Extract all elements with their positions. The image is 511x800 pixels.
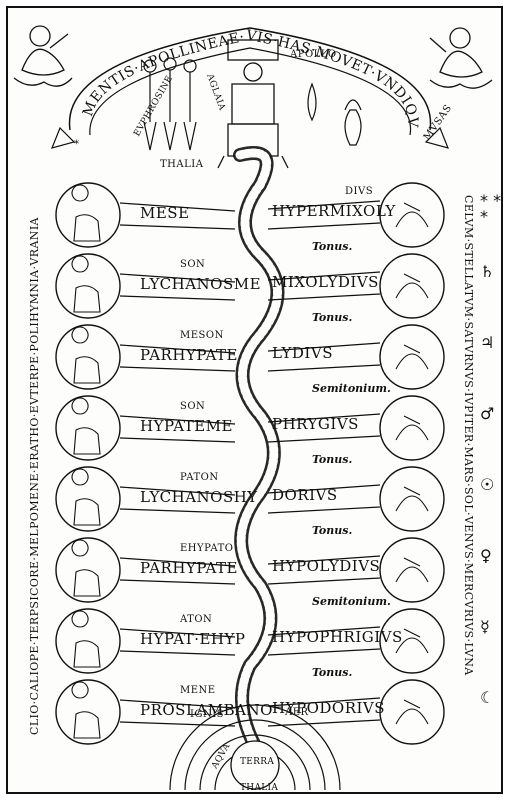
muse-figure xyxy=(71,681,101,739)
muse-figure xyxy=(71,326,101,384)
right-band xyxy=(267,342,381,372)
row-interval: Tonus. xyxy=(312,453,353,466)
right-band xyxy=(267,626,381,656)
muse-figure xyxy=(71,468,101,526)
three-graces-figures xyxy=(143,57,197,151)
planet-figure xyxy=(395,699,429,725)
row-left-label: PARHYPATE xyxy=(140,346,239,364)
apollo-label: APOLLO xyxy=(290,49,337,60)
planet-symbol: ♄ xyxy=(480,262,495,281)
spheres-column-label: CELVM·STELLATVM·SATVRNVS·IVPITER·MARS·SO… xyxy=(462,195,475,676)
left-band xyxy=(119,628,236,656)
row-prefix: EHYPATO xyxy=(180,543,234,554)
row-left-label: PROSLAMBANO xyxy=(140,701,273,719)
planet-medallion xyxy=(379,324,445,390)
row-prefix: MESON xyxy=(180,330,224,341)
planet-symbol: ☿ xyxy=(480,617,490,636)
planet-figure xyxy=(395,486,429,512)
row-right-label: HYPERMIXOLY xyxy=(272,202,396,220)
banner-scroll xyxy=(68,27,432,131)
row-interval: Tonus. xyxy=(312,524,353,537)
planet-figure xyxy=(395,628,429,654)
row-left-label: HYPAT·EHYP xyxy=(140,630,246,648)
right-band xyxy=(267,555,381,585)
muse-figure xyxy=(71,610,101,668)
planet-medallion xyxy=(379,182,445,248)
muse-figure xyxy=(71,397,101,455)
apollo-throne xyxy=(217,39,289,169)
row-interval: Tonus. xyxy=(312,311,353,324)
right-band xyxy=(267,200,381,230)
left-band xyxy=(119,486,236,514)
planet-figure xyxy=(395,415,429,441)
right-band xyxy=(267,484,381,514)
planet-figure xyxy=(395,344,429,370)
banner-left-end: * xyxy=(74,139,80,150)
left-band xyxy=(119,557,236,585)
row-right-label: HYPOLYDIVS xyxy=(272,557,381,575)
right-band xyxy=(267,697,381,727)
row-left-label: MESE xyxy=(140,204,190,222)
left-band xyxy=(119,344,236,372)
row-left-label: LYCHANOSHY xyxy=(140,488,258,506)
muse-figure xyxy=(71,255,101,313)
left-band xyxy=(119,273,236,301)
row-interval: Tonus. xyxy=(312,666,353,679)
planet-medallion xyxy=(379,608,445,674)
row-interval: Semitonium. xyxy=(312,382,391,395)
planet-figure xyxy=(395,273,429,299)
row-right-label: MIXOLYDIVS xyxy=(272,273,379,291)
planet-symbol: ♃ xyxy=(480,333,495,352)
terra-label: TERRA xyxy=(240,757,275,767)
row-right-label: PHRYGIVS xyxy=(272,415,359,433)
planet-symbol: ☾ xyxy=(480,688,495,707)
muse-figure xyxy=(71,184,101,242)
row-prefix: PATON xyxy=(180,472,219,483)
thalia-label: THALIA xyxy=(160,159,204,170)
left-band xyxy=(119,699,236,727)
left-band xyxy=(119,415,236,443)
row-interval: Tonus. xyxy=(312,240,353,253)
row-prefix: SON xyxy=(180,401,206,412)
row-right-label: LYDIVS xyxy=(272,344,333,362)
planet-figure xyxy=(395,557,429,583)
planet-medallion xyxy=(379,466,445,532)
planet-symbol: ♀ xyxy=(480,546,492,565)
planet-medallion xyxy=(379,537,445,603)
row-prefix: ATON xyxy=(180,614,213,625)
left-band xyxy=(119,202,236,230)
planet-medallion xyxy=(379,679,445,745)
row-left-label: HYPATEME xyxy=(140,417,233,435)
planet-symbol: * * * xyxy=(480,191,502,226)
right-band xyxy=(267,413,381,443)
row-interval: Semitonium. xyxy=(312,595,391,608)
row-prefix: MENE xyxy=(180,685,216,696)
right-cherub-figure xyxy=(429,27,493,89)
planet-medallion xyxy=(379,395,445,461)
row-right-label: DORIVS xyxy=(272,486,338,504)
planet-symbol: ♂ xyxy=(480,404,495,423)
row-right-label: HYPODORIVS xyxy=(272,699,386,717)
planet-medallion xyxy=(379,253,445,319)
aer-label: AER xyxy=(285,707,309,718)
ignis-label: IGNIS xyxy=(190,709,224,720)
row-right-label: HYPOPHRIGIVS xyxy=(272,628,403,646)
left-cherub-figure xyxy=(13,25,73,87)
thalia-bottom-label: THALIA xyxy=(240,783,279,793)
earth-medallion xyxy=(230,740,280,790)
muses-column-label: CLIO·CALIOPE·TERPSICORE·MELPOMENE·ERATHO… xyxy=(28,217,41,735)
row-prefix: SON xyxy=(180,259,206,270)
row-left-label: LYCHANOSME xyxy=(140,275,262,293)
muse-figure xyxy=(71,539,101,597)
planet-symbol: ☉ xyxy=(480,475,495,494)
lyre-and-vase xyxy=(307,82,362,146)
row-left-label: PARHYPATE xyxy=(140,559,239,577)
right-band xyxy=(267,271,381,301)
row-right-prefix: DIVS xyxy=(345,186,374,197)
planet-figure xyxy=(395,202,429,228)
